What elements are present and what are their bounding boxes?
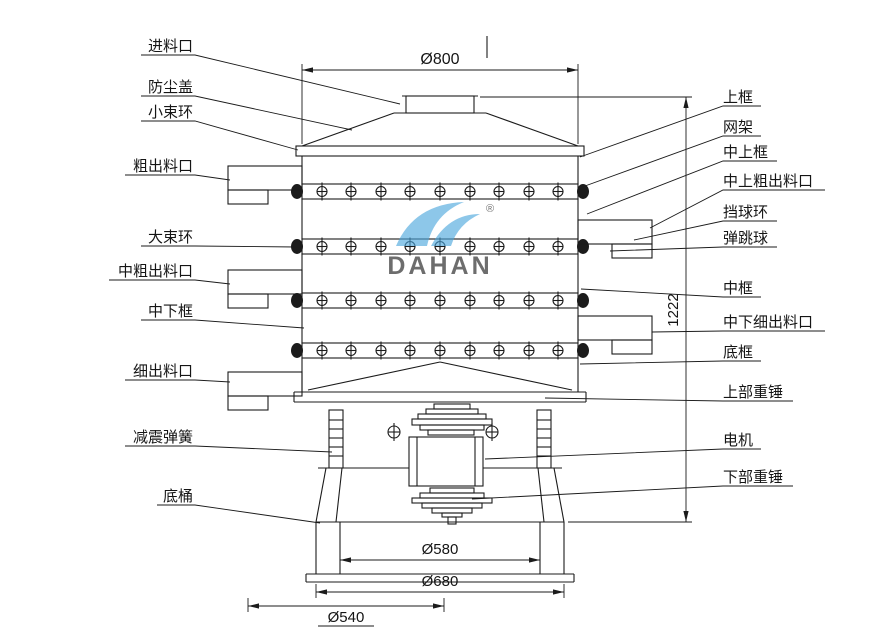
- dimension-inner-diameter: Ø580: [340, 541, 540, 563]
- label-mid-coarse-outlet-text: 中粗出料口: [118, 263, 193, 280]
- label-mesh-frame-text: 网架: [723, 119, 753, 136]
- dust-cover-part: [295, 112, 585, 157]
- small-clamp-ring-part: [295, 145, 585, 157]
- dimension-inner-diameter-text: Ø580: [422, 541, 459, 558]
- label-middle-frame: 中框: [580, 280, 761, 298]
- dimension-top-diameter: Ø800: [301, 51, 579, 144]
- brand-watermark: ® DAHAN: [387, 202, 494, 280]
- label-lower-weight-text: 下部重锤: [723, 469, 783, 486]
- sieve-deck-1: [290, 181, 590, 202]
- dimension-bottom-diameter: Ø540: [247, 598, 445, 627]
- label-motor: 电机: [484, 432, 761, 460]
- damping-spring-left: [328, 409, 344, 469]
- label-fine-outlet-text: 细出料口: [133, 363, 193, 380]
- label-mid-lower-fine-outlet: 中下细出料口: [651, 314, 825, 333]
- label-large-clamp-ring: 大束环: [141, 229, 297, 248]
- label-mid-lower-frame-text: 中下框: [148, 303, 193, 320]
- label-mid-lower-fine-outlet-text: 中下细出料口: [723, 314, 813, 331]
- base-barrel-part: [305, 521, 575, 583]
- mid-upper-coarse-outlet-part: [577, 219, 653, 259]
- label-mid-lower-frame: 中下框: [141, 303, 305, 329]
- motor-mount-bolts: [387, 423, 499, 441]
- brand-logo-icon: [396, 202, 464, 246]
- label-ball-stop-ring-text: 挡球环: [723, 204, 768, 221]
- coarse-outlet-part: [227, 165, 303, 205]
- dimension-outer-diameter: Ø680: [315, 573, 565, 598]
- label-damping-spring: 减震弹簧: [125, 429, 333, 453]
- label-bouncing-ball: 弹跳球: [609, 230, 777, 252]
- dimension-overall-height-text: 1222: [665, 293, 682, 326]
- label-upper-weight: 上部重锤: [544, 384, 793, 402]
- mid-coarse-outlet-part: [227, 269, 303, 309]
- label-mid-upper-coarse-outlet: 中上粗出料口: [649, 173, 825, 229]
- label-mesh-frame: 网架: [584, 119, 761, 187]
- label-mid-upper-frame-text: 中上框: [723, 144, 768, 161]
- left-callouts: 进料口 防尘盖 小束环 粗出料口 大束环 中粗出料口 中下框 细出料口: [109, 38, 401, 524]
- sieve-deck-4: [290, 340, 590, 361]
- label-bouncing-ball-text: 弹跳球: [723, 230, 768, 247]
- mid-lower-fine-outlet-part: [577, 315, 653, 355]
- dimension-outer-diameter-text: Ø680: [422, 573, 459, 590]
- lower-weight-part: [411, 487, 493, 525]
- label-lower-weight: 下部重锤: [471, 469, 793, 500]
- label-fine-outlet: 细出料口: [125, 363, 231, 383]
- base-skirt-part: [315, 467, 565, 523]
- dimension-bottom-diameter-text: Ø540: [328, 609, 365, 626]
- upper-weight-part: [411, 403, 493, 436]
- label-feed-inlet: 进料口: [141, 38, 401, 105]
- dimension-top-diameter-text: Ø800: [420, 51, 459, 68]
- feed-inlet-part: [402, 95, 478, 114]
- brand-name-text: DAHAN: [387, 252, 492, 280]
- label-bottom-frame: 底框: [579, 344, 761, 365]
- bottom-frame-cone-part: [293, 361, 587, 403]
- damping-spring-right: [536, 409, 552, 469]
- label-mid-coarse-outlet: 中粗出料口: [109, 263, 231, 285]
- fine-outlet-part: [227, 371, 303, 411]
- label-upper-weight-text: 上部重锤: [723, 384, 783, 401]
- label-small-clamp-ring-text: 小束环: [148, 104, 193, 121]
- label-middle-frame-text: 中框: [723, 280, 753, 297]
- label-dust-cover-text: 防尘盖: [148, 79, 193, 96]
- label-damping-spring-text: 减震弹簧: [133, 429, 193, 446]
- label-base-barrel: 底桶: [157, 488, 321, 524]
- label-large-clamp-ring-text: 大束环: [148, 229, 193, 246]
- label-dust-cover: 防尘盖: [141, 79, 353, 131]
- label-coarse-outlet-text: 粗出料口: [133, 158, 193, 175]
- sieve-deck-3: [290, 290, 590, 311]
- label-upper-frame: 上框: [579, 89, 761, 158]
- label-motor-text: 电机: [723, 432, 753, 449]
- label-coarse-outlet: 粗出料口: [125, 158, 231, 181]
- label-bottom-frame-text: 底框: [723, 344, 753, 361]
- label-mid-upper-frame: 中上框: [586, 144, 777, 215]
- label-base-barrel-text: 底桶: [163, 488, 193, 505]
- brand-registered-mark: ®: [486, 203, 494, 215]
- label-mid-upper-coarse-outlet-text: 中上粗出料口: [723, 173, 813, 190]
- right-callouts: 上框 网架 中上框 中上粗出料口 挡球环 弹跳球 中框 中下细出料口: [471, 89, 825, 500]
- label-upper-frame-text: 上框: [723, 89, 753, 106]
- label-small-clamp-ring: 小束环: [141, 104, 299, 151]
- label-feed-inlet-text: 进料口: [148, 38, 193, 55]
- motor-part: [408, 436, 484, 487]
- dimension-overall-height: 1222: [480, 96, 692, 523]
- machine-drawing: [227, 36, 653, 583]
- brand-logo-icon-wing: [431, 214, 480, 246]
- label-ball-stop-ring: 挡球环: [633, 204, 777, 241]
